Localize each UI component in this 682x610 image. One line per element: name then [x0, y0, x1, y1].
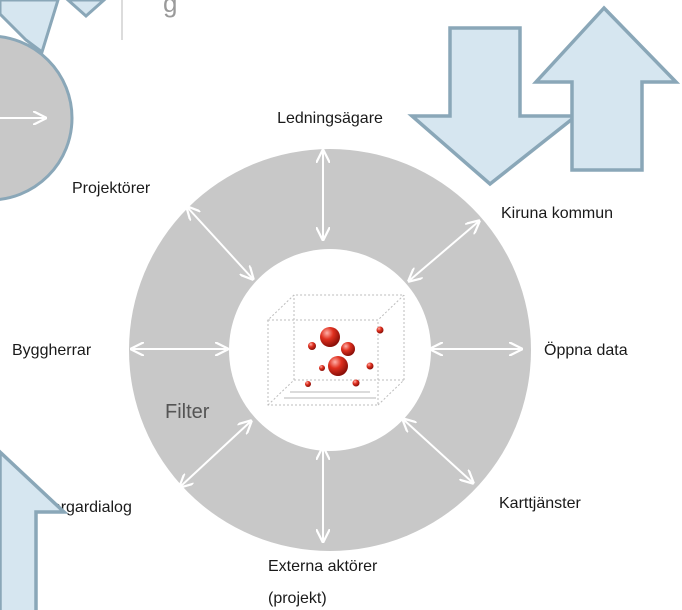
- ring-label: Filter: [165, 401, 210, 423]
- top-fragment-text: g: [163, 0, 177, 18]
- label-kiruna-kommun: Kiruna kommun: [501, 205, 613, 222]
- label-projektorer: Projektörer: [72, 180, 151, 197]
- label-ledningsagare: Ledningsägare: [277, 110, 383, 127]
- label-projekt: (projekt): [268, 590, 327, 607]
- down-arrow-shape: [407, 26, 582, 187]
- label-karttjanster: Karttjänster: [499, 495, 581, 512]
- connection-arrows: [133, 152, 520, 540]
- top-left-arrow-fragment-1: [0, 0, 60, 55]
- up-arrow-shape: [532, 5, 681, 172]
- arrow-northwest: [188, 208, 252, 278]
- label-byggherrar: Byggherrar: [12, 342, 92, 359]
- data-spheres: [305, 326, 384, 387]
- arrow-southeast: [404, 420, 472, 482]
- inner-core: [229, 249, 431, 451]
- top-left-arrow-fragment-2: [65, 0, 107, 19]
- bottom-left-arrow-fragment: [0, 449, 69, 610]
- data-cube-icon: [266, 294, 406, 406]
- arrow-northeast: [410, 222, 478, 280]
- label-oppna-data: Öppna data: [544, 341, 628, 359]
- label-externa-aktorer: Externa aktörer: [268, 558, 378, 575]
- arrow-southwest: [181, 422, 250, 486]
- cube-floor-lines: [284, 391, 376, 399]
